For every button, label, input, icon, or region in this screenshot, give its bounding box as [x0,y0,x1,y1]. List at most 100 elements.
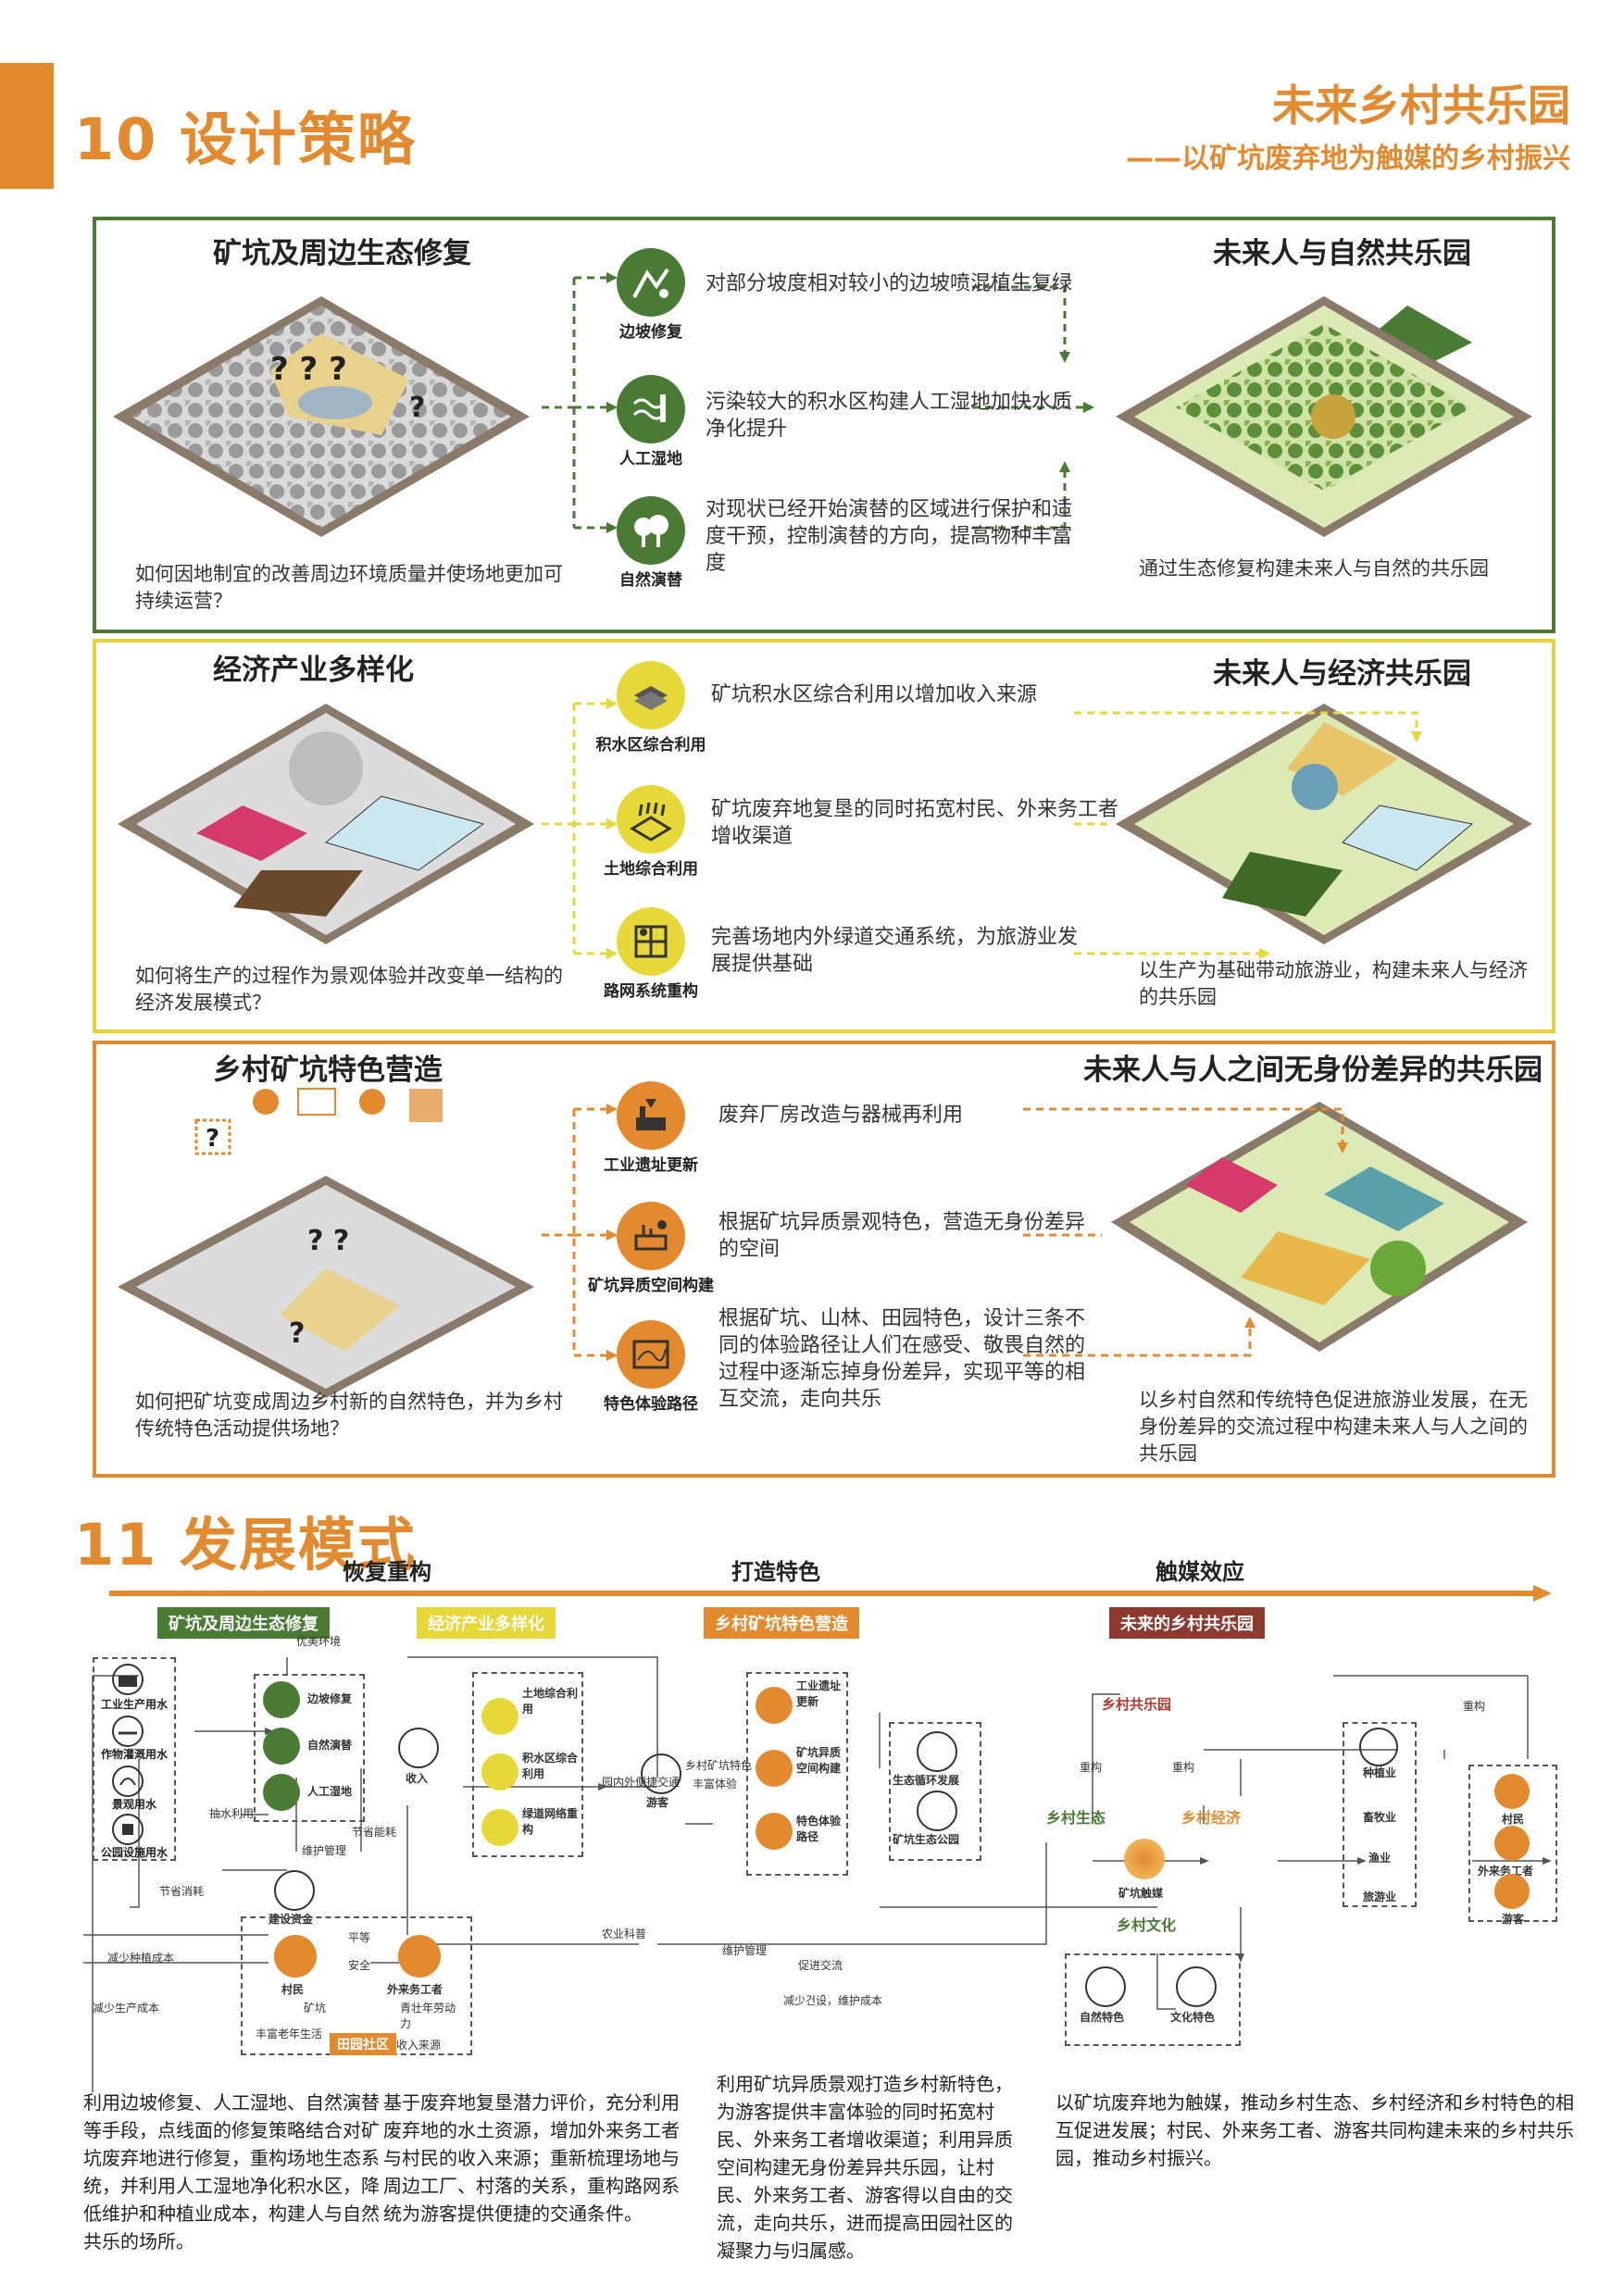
label-people-villager: 村民 [1502,1813,1525,1826]
label-safe: 安全 [348,1959,371,1972]
panel1-left-title: 矿坑及周边生态修复 [213,237,471,270]
label-agri-science: 农业科普 [602,1928,647,1940]
chip-future: 未来的乡村共乐园 [1109,1607,1265,1639]
mini-wetland-label: 人工湿地 [307,1785,353,1798]
mini-slope-label: 边坡修复 [307,1692,353,1705]
label-rebuild-2: 重构 [1172,1761,1195,1774]
strategy-label-space: 矿坑异质空间构建 [588,1277,714,1295]
industry-box [1343,1722,1417,1907]
people-tourist-icon [1494,1874,1530,1909]
road-network-icon [617,907,685,976]
bottom-text-identity: 利用矿坑异质景观打造乡村新特色，为游客提供丰富体验的同时拓宽村民、外来务工者增收… [717,2073,1013,2262]
land-use-icon [617,785,685,854]
mini-water-icon [481,1753,518,1791]
label-good-environment: 优美环境 [296,1635,342,1648]
label-planting: 种植业 [1363,1766,1397,1779]
panel2-left-title: 经济产业多样化 [213,654,414,687]
label-village-park: 乡村共乐园 [1102,1696,1172,1713]
identity-strategies-box [746,1672,848,1876]
mini-succession-label: 自然演替 [307,1739,353,1752]
mini-industrial-label: 工业遗址更新 [796,1679,842,1708]
section10-title: 10 设计策略 [74,106,417,173]
node-industrial-water: 工业生产用水 [100,1698,168,1711]
label-reduce-cost: 减少건设，维护成本 [783,1994,883,2007]
strategy-label-succession: 自然演替 [619,571,682,590]
panel3-question: 如何把矿坑变成周边乡村新的自然特色，并为乡村传统特色活动提供场地？ [135,1391,563,1440]
label-rich-experience: 丰富体验 [693,1778,738,1791]
label-rebuild-3: 重构 [1463,1700,1486,1713]
label-village-economy: 乡村经济 [1181,1809,1242,1827]
mini-space-icon [756,1750,793,1787]
phase-catalyst: 触媒效应 [1156,1559,1244,1585]
label-income: 收入 [406,1772,429,1785]
panel1-left-illustration: ? ? ? ? [113,296,530,537]
panel2-result: 以生产为基础带动旅游业，构建未来人与经济的共乐园 [1139,959,1528,1008]
bottom-text-ecology: 利用边坡修复、人工湿地、自然演替等手段，点线面的修复策略结合对矿坑废弃地进行修复… [83,2091,380,2252]
phase-feature: 打造特色 [731,1559,820,1585]
label-save-energy: 节省能耗 [352,1826,397,1839]
label-tourist: 游客 [646,1796,669,1809]
label-exchange: 促进交流 [798,1959,843,1972]
strategy-text-water: 矿坑积水区综合利用以增加收入来源 [711,683,1038,706]
ecology-strategies-box [254,1674,365,1822]
water-use-box [93,1657,176,1861]
panel2-question: 如何将生产的过程作为景观体验并改变单一结构的经济发展模式？ [135,965,563,1014]
panel3-right-illustration [1111,1102,1528,1352]
label-tourism: 旅游业 [1363,1890,1397,1903]
mini-wetland-icon [263,1774,300,1811]
mini-path-icon [756,1813,793,1850]
svg-text:?: ? [206,1125,219,1153]
mini-slope-icon [263,1681,300,1718]
natural-succession-icon [617,496,685,565]
mini-water-label: 积水区综合利用 [522,1752,579,1780]
heterogeneous-space-icon [617,1202,685,1270]
header-accent-bar [0,63,54,189]
feature-box [1065,1953,1241,2046]
strategy-label-slope: 边坡修复 [619,323,682,342]
mini-land-label: 土地综合利用 [522,1687,579,1716]
eco-box [889,1722,981,1861]
label-construction-fund: 建设资金 [269,1913,314,1926]
bottom-text-future: 以矿坑废弃地为触媒，推动乡村生态、乡村经济和乡村特色的相互促进发展；村民、外来务… [1056,2091,1574,2169]
node-landscape-water: 景观用水 [111,1798,156,1811]
chip-identity: 乡村矿坑特色营造 [704,1607,859,1639]
panel2-flow-arrows [542,698,1422,959]
migrant-icon [398,1935,441,1978]
nature-feature-icon [1085,1966,1126,2007]
strategy-text-wetland: 污染较大的积水区构建人工湿地加快水质净化提升 [706,391,1073,441]
irrigation-water-icon [109,1715,146,1752]
svg-text:? ?: ? ? [307,1225,349,1257]
strategy-text-slope: 对部分坡度相对较小的边坡喷混植生复绿 [706,272,1073,295]
strategy-text-land: 矿坑废弃地复垦的同时拓宽村民、外来务工者增收渠道 [711,798,1119,848]
mini-path-label: 特色体验路径 [796,1815,842,1843]
label-elder-life: 丰富老年生活 [256,2028,323,2040]
strategy-text-path: 根据矿坑、山林、田园特色，设计三条不同的体验路径让人们在感受、敬畏自然的过程中逐… [718,1307,1086,1411]
label-save-consumption: 节省消耗 [159,1885,205,1898]
label-maintenance: 维护管理 [722,1944,768,1957]
water-area-icon [617,661,685,730]
panel3-flow-arrows [542,1104,1348,1361]
income-icon [398,1728,439,1768]
people-migrant-icon [1494,1826,1530,1861]
phase-restore: 恢复重构 [343,1559,431,1585]
panel2-left-illustration [118,704,534,944]
people-box [1468,1765,1557,1922]
panel3-result: 以乡村自然和传统特色促进旅游业发展，在无身份差异的交流过程中构建未来人与人之间的… [1139,1389,1528,1465]
panel1-right-title: 未来人与自然共乐园 [1213,237,1471,270]
project-subtitle: ——以矿坑废弃地为触媒的乡村振兴 [1126,143,1570,175]
panel3-left-illustration: ? ? ? ? [118,1088,534,1398]
label-migrant: 外来务工者 [387,1983,443,1996]
label-culture-feature: 文化特色 [1170,2011,1216,2024]
strategy-label-path: 特色体验路径 [604,1395,698,1414]
construction-fund-icon [274,1870,315,1911]
node-irrigation-water: 作物灌溉用水 [100,1748,168,1761]
strategy-label-land: 土地综合利用 [604,860,698,879]
chip-economy: 经济产业多样化 [417,1607,556,1639]
panel3-right-title: 未来人与人之间无身份差异的共乐园 [1083,1054,1543,1087]
experience-path-icon [617,1320,685,1389]
mini-land-icon [481,1698,518,1735]
label-young-labor: 青壮年劳动力 [400,2002,456,2030]
svg-text:?: ? [289,1317,305,1350]
label-villager: 村民 [281,1983,305,1996]
industrial-heritage-icon [617,1081,685,1150]
